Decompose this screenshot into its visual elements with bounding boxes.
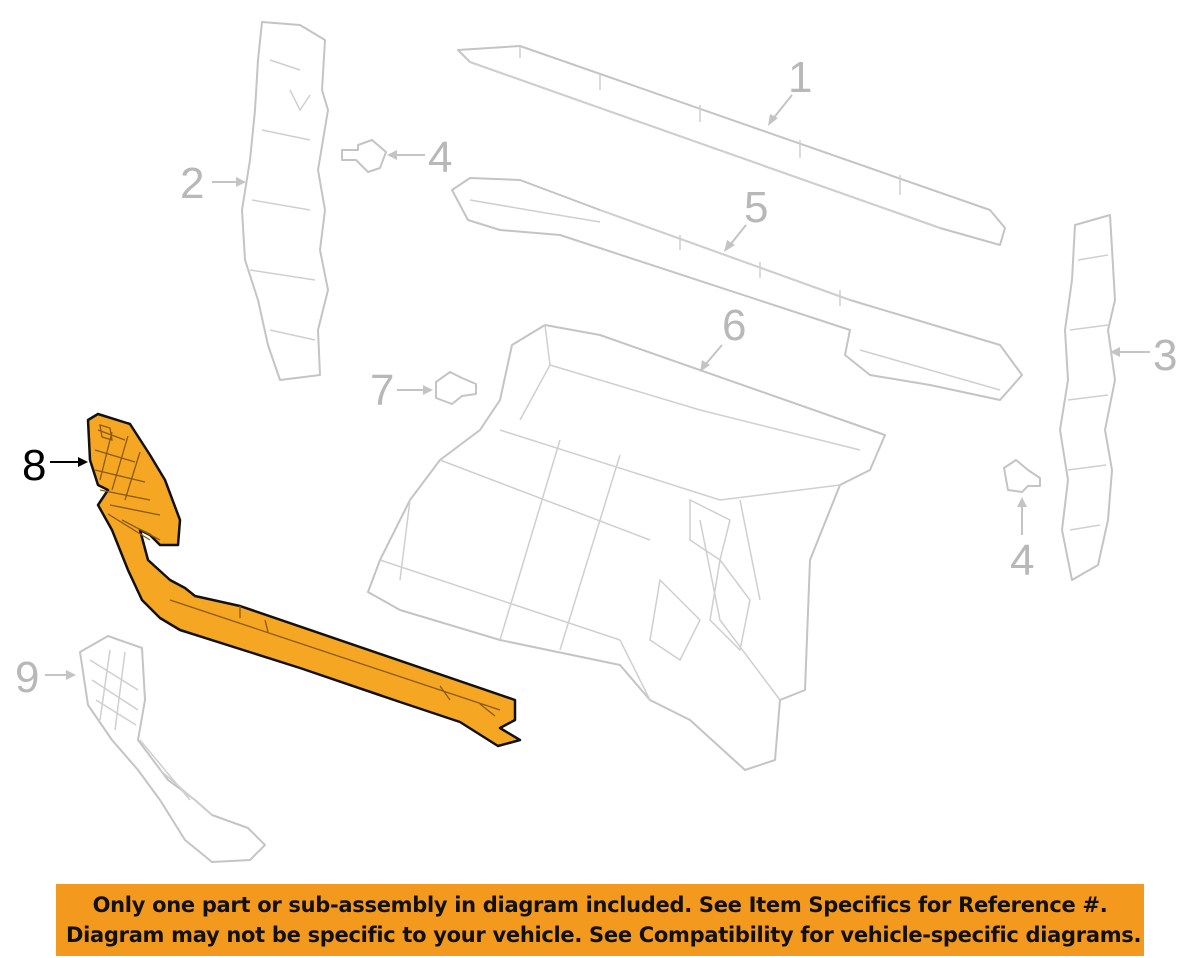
callout-9: 9 <box>15 653 39 702</box>
parts-diagram: 1 2 3 4 4 5 6 7 8 9 <box>15 21 1177 863</box>
callout-3: 3 <box>1153 331 1177 380</box>
part-3-right-deflector <box>1059 214 1116 581</box>
callout-1: 1 <box>788 53 812 102</box>
part-8-bracket-highlighted <box>86 412 522 748</box>
disclaimer-banner: Only one part or sub-assembly in diagram… <box>56 884 1144 956</box>
disclaimer-line-1: Only one part or sub-assembly in diagram… <box>92 893 1108 917</box>
callout-6: 6 <box>722 301 746 350</box>
part-4-fastener-upper <box>341 139 387 173</box>
part-4-fastener-lower <box>1003 459 1041 493</box>
part-9-lower-deflector <box>79 635 266 863</box>
part-2-left-deflector <box>241 21 329 381</box>
disclaimer-line-2: Diagram may not be specific to your vehi… <box>66 923 1142 947</box>
callout-8: 8 <box>22 441 46 490</box>
callout-leaders <box>45 94 1150 680</box>
callout-5: 5 <box>744 183 768 232</box>
callout-4-lower: 4 <box>1010 536 1034 585</box>
callout-2: 2 <box>180 159 204 208</box>
callout-7: 7 <box>370 366 394 415</box>
part-6-radiator-support <box>367 324 886 771</box>
part-1-upper-tie-bar <box>457 45 1006 246</box>
callout-4-upper: 4 <box>428 133 452 182</box>
part-5-air-deflector <box>451 177 1023 401</box>
part-7-fastener <box>435 371 477 405</box>
